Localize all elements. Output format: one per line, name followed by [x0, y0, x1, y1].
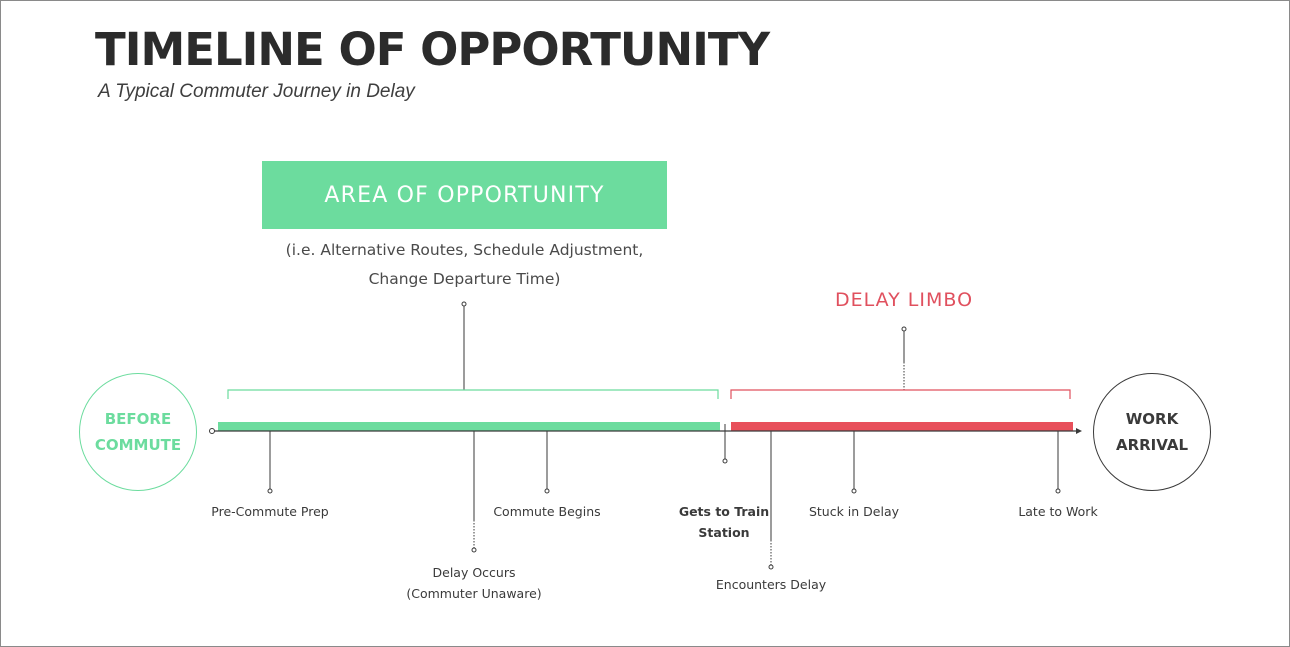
event-label-line-2: Station	[698, 525, 750, 540]
event-label-line-1: Stuck in Delay	[808, 504, 900, 519]
limbo-connector	[901, 326, 907, 390]
event-gets-to-train-station: Gets to Train Station	[624, 501, 824, 543]
area-of-opportunity-description: (i.e. Alternative Routes, Schedule Adjus…	[262, 236, 667, 294]
tick-late-to-work	[1055, 431, 1061, 494]
event-label-line-1: Delay Occurs	[432, 565, 516, 580]
limbo-bar	[731, 422, 1073, 431]
work-arrival-line-2: ARRIVAL	[1115, 436, 1189, 454]
event-delay-occurs: Delay Occurs (Commuter Unaware)	[374, 562, 574, 604]
event-pre-commute-prep: Pre-Commute Prep	[170, 501, 370, 522]
event-label-line-1: Gets to Train	[678, 504, 770, 519]
work-arrival-node: WORK ARRIVAL	[1093, 373, 1211, 491]
delay-limbo-label: DELAY LIMBO	[834, 289, 974, 311]
opportunity-bar	[218, 422, 720, 431]
tick-delay-occurs	[471, 431, 477, 553]
page-title: TIMELINE OF OPPORTUNITY	[95, 23, 770, 76]
area-of-opportunity-box: AREA OF OPPORTUNITY	[262, 161, 667, 229]
before-commute-node: BEFORE COMMUTE	[79, 373, 197, 491]
event-label-line-1: Commute Begins	[493, 504, 601, 519]
tick-encounters-delay	[768, 431, 774, 570]
event-label-line-1: Late to Work	[1018, 504, 1098, 519]
event-commute-begins: Commute Begins	[447, 501, 647, 522]
tick-commute-begins	[544, 431, 550, 494]
tick-gets-to-station	[722, 424, 728, 464]
opportunity-desc-line-1: (i.e. Alternative Routes, Schedule Adjus…	[285, 241, 644, 259]
opportunity-desc-line-2: Change Departure Time)	[368, 270, 561, 288]
area-of-opportunity-label: AREA OF OPPORTUNITY	[324, 182, 605, 208]
tick-pre-commute	[267, 431, 273, 494]
event-stuck-in-delay: Stuck in Delay	[754, 501, 954, 522]
work-arrival-line-1: WORK	[1125, 410, 1179, 428]
event-label-line-2: (Commuter Unaware)	[406, 586, 542, 601]
opportunity-connector	[461, 301, 467, 390]
opportunity-bracket	[227, 389, 719, 399]
event-label-line-1: Pre-Commute Prep	[211, 504, 329, 519]
before-commute-line-2: COMMUTE	[94, 436, 182, 454]
tick-stuck-in-delay	[851, 431, 857, 494]
event-label-line-1: Encounters Delay	[715, 577, 827, 592]
event-encounters-delay: Encounters Delay	[671, 574, 871, 595]
timeline-axis	[209, 428, 1082, 434]
page-subtitle: A Typical Commuter Journey in Delay	[98, 81, 415, 102]
limbo-bracket	[730, 389, 1071, 399]
event-late-to-work: Late to Work	[958, 501, 1158, 522]
before-commute-line-1: BEFORE	[104, 410, 172, 428]
